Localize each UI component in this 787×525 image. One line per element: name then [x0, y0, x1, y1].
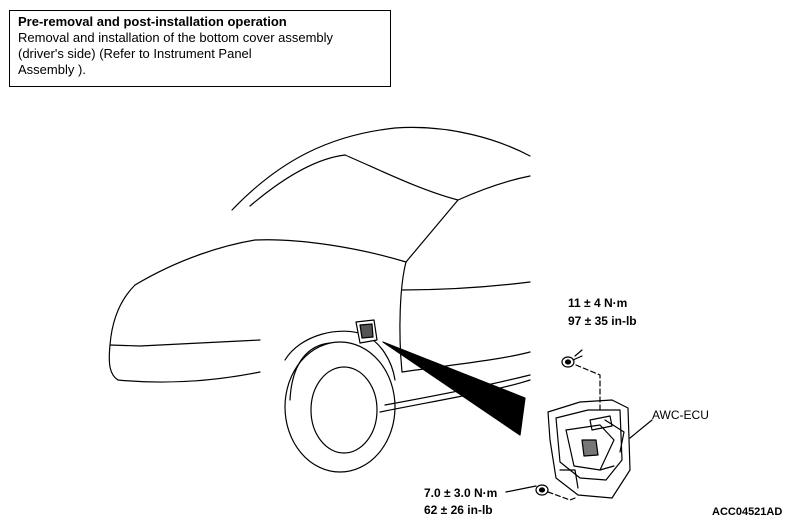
top-bolt — [561, 355, 583, 368]
install-dashed-lines — [547, 364, 601, 501]
bottom-bolt — [535, 484, 549, 496]
note-line-3: Assembly ). — [18, 62, 86, 77]
note-line-2: (driver's side) (Refer to Instrument Pan… — [18, 46, 252, 61]
note-title: Pre-removal and post-installation operat… — [18, 14, 287, 29]
torque-bottom-nm-label: 7.0 ± 3.0 N·m — [424, 486, 498, 500]
leader-lines — [505, 349, 653, 493]
figure-id: ACC04521AD — [712, 506, 783, 518]
ecu-location-marker — [355, 319, 378, 344]
car-body-outline — [108, 126, 531, 413]
torque-bottom-inlb-label: 62 ± 26 in-lb — [424, 503, 493, 517]
awc-ecu-component — [547, 399, 631, 499]
pre-removal-note-box: Pre-removal and post-installation operat… — [9, 10, 391, 87]
front-wheel — [284, 330, 396, 473]
awc-ecu-label: AWC-ECU — [652, 408, 709, 422]
torque-top-inlb-label: 97 ± 35 in-lb — [568, 314, 637, 328]
note-line-1: Removal and installation of the bottom c… — [18, 30, 334, 45]
callout-wedge — [382, 341, 526, 436]
torque-top-nm-label: 11 ± 4 N·m — [568, 296, 628, 310]
